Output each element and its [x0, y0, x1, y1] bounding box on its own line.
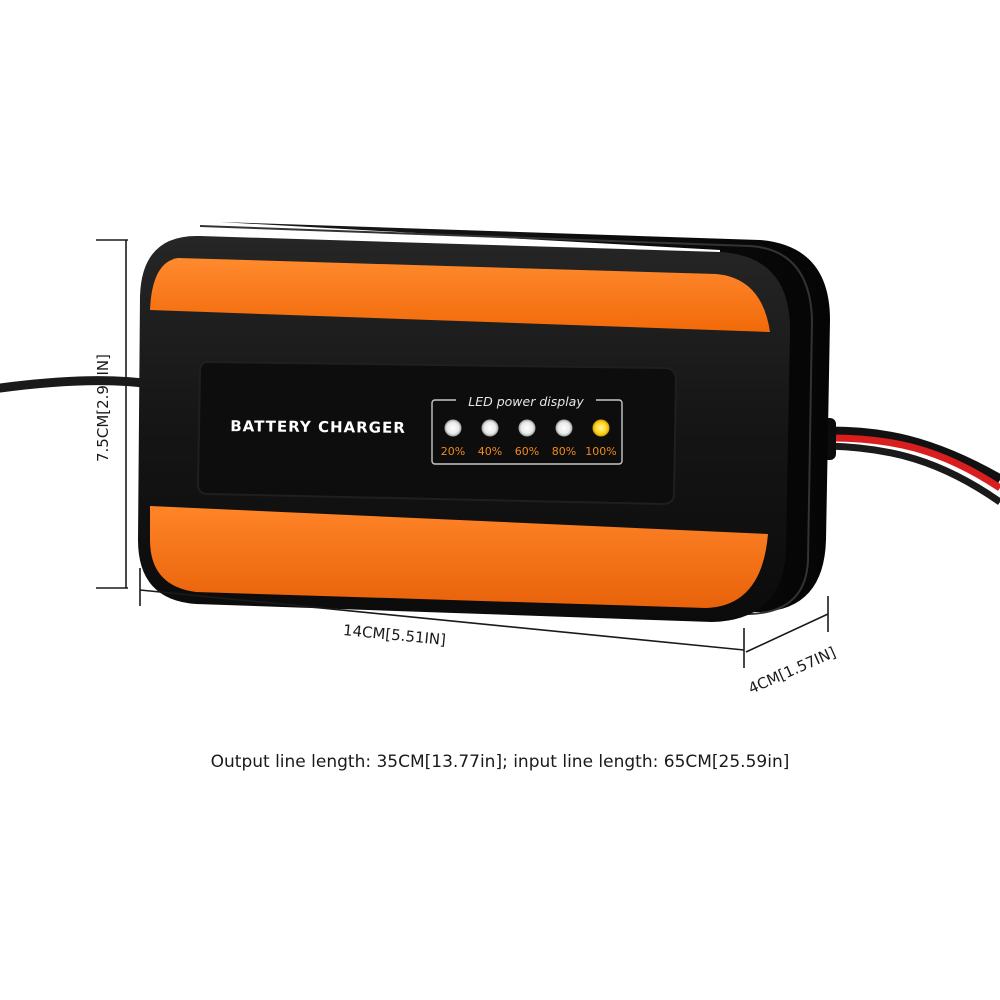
led-power-display: LED power display 20% 40% 60% 80% 100% — [431, 393, 623, 465]
cable-length-caption: Output line length: 35CM[13.77in]; input… — [210, 752, 790, 772]
led-label-80: 80% — [552, 445, 576, 458]
led-indicator-40 — [481, 419, 499, 437]
width-label: 14CM[5.51IN] — [342, 621, 447, 649]
led-indicator-60 — [518, 419, 536, 437]
input-cable — [0, 376, 155, 393]
led-panel-title: LED power display — [468, 394, 584, 409]
led-label-60: 60% — [515, 445, 539, 458]
led-indicator-100 — [592, 419, 610, 437]
height-label: 7.5CM[2.95IN] — [94, 354, 112, 462]
led-label-100: 100% — [585, 445, 616, 458]
led-indicator-20 — [444, 419, 462, 437]
led-label-40: 40% — [478, 445, 502, 458]
depth-label: 4CM[1.57IN] — [745, 643, 838, 698]
led-indicator-80 — [555, 419, 573, 437]
bottom-stripe — [150, 506, 768, 608]
led-label-20: 20% — [441, 445, 465, 458]
product-label: BATTERY CHARGER — [230, 417, 406, 437]
top-stripe — [150, 258, 770, 332]
height-dimension: 7.5CM[2.95IN] — [94, 239, 128, 589]
